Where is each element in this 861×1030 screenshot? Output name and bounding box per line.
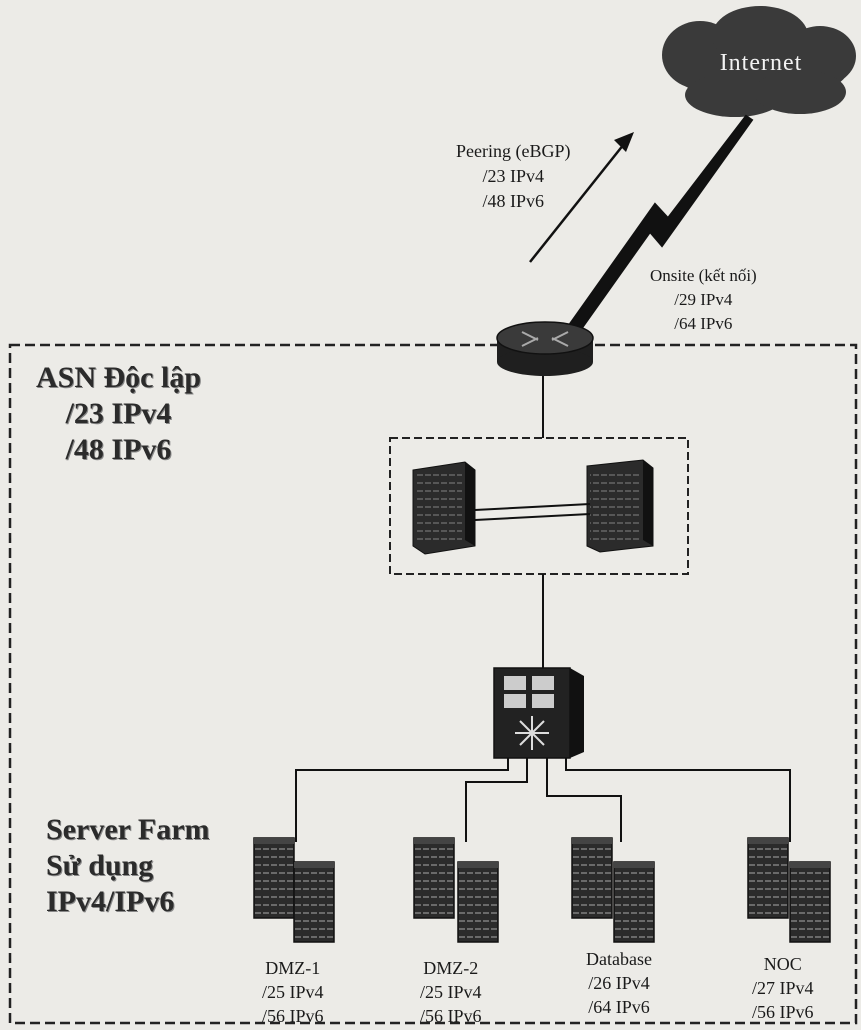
farm-name: DMZ-1: [265, 958, 321, 978]
firewall-icon: [412, 461, 476, 555]
farm-label-dmz1: DMZ-1 /25 IPv4 /56 IPv6: [262, 956, 324, 1028]
farm-label-database: Database /26 IPv4 /64 IPv6: [586, 947, 652, 1019]
asn-boundary: [8, 343, 858, 1025]
farm-ipv6: /56 IPv6: [262, 1006, 324, 1026]
onsite-title: Onsite (kết nối): [650, 266, 757, 285]
peering-label: Peering (eBGP) /23 IPv4 /48 IPv6: [456, 139, 570, 214]
server-farm-title: Server Farm: [46, 813, 210, 846]
server-farm-label: Server Farm Sử dụng IPv4/IPv6: [46, 812, 210, 920]
farm-ipv4: /26 IPv4: [588, 973, 650, 993]
onsite-ipv6: /64 IPv6: [674, 314, 733, 333]
farm-name: NOC: [763, 954, 802, 974]
farm-ipv4: /25 IPv4: [262, 982, 324, 1002]
peering-protocol: Peering (eBGP): [456, 141, 571, 161]
firewall-icon: [586, 459, 654, 553]
onsite-ipv4: /29 IPv4: [674, 290, 733, 309]
peering-ipv6: /48 IPv6: [482, 191, 544, 211]
server-rack-icon: [253, 837, 335, 943]
router-icon: [496, 321, 594, 376]
farm-label-noc: NOC /27 IPv4 /56 IPv6: [752, 952, 814, 1024]
asn-title: ASN Độc lập: [36, 361, 202, 394]
server-farm-protocols: IPv4/IPv6: [46, 885, 175, 918]
asn-ipv6: /48 IPv6: [65, 433, 172, 466]
farm-ipv4: /25 IPv4: [420, 982, 482, 1002]
farm-name: Database: [586, 949, 652, 969]
asn-label: ASN Độc lập /23 IPv4 /48 IPv6: [36, 360, 201, 468]
server-rack-icon: [571, 837, 655, 943]
internet-label: Internet: [719, 50, 803, 76]
farm-label-dmz2: DMZ-2 /25 IPv4 /56 IPv6: [420, 956, 482, 1028]
farm-ipv6: /56 IPv6: [752, 1002, 814, 1022]
server-rack-icon: [413, 837, 499, 943]
internet-cloud-icon: [662, 6, 856, 117]
core-switch-icon: [493, 667, 584, 759]
farm-ipv6: /64 IPv6: [588, 997, 650, 1017]
server-farm-usage: Sử dụng: [46, 849, 154, 882]
firewall-sync-links: [474, 503, 591, 521]
asn-ipv4: /23 IPv4: [65, 397, 172, 430]
farm-name: DMZ-2: [423, 958, 479, 978]
farm-ipv4: /27 IPv4: [752, 978, 814, 998]
server-farm-links: [295, 758, 791, 842]
farm-ipv6: /56 IPv6: [420, 1006, 482, 1026]
peering-arrow: [529, 132, 634, 263]
peering-ipv4: /23 IPv4: [482, 166, 544, 186]
firewall-cluster-box: [389, 437, 689, 575]
server-rack-icon: [747, 837, 831, 943]
onsite-label: Onsite (kết nối) /29 IPv4 /64 IPv6: [650, 264, 757, 336]
